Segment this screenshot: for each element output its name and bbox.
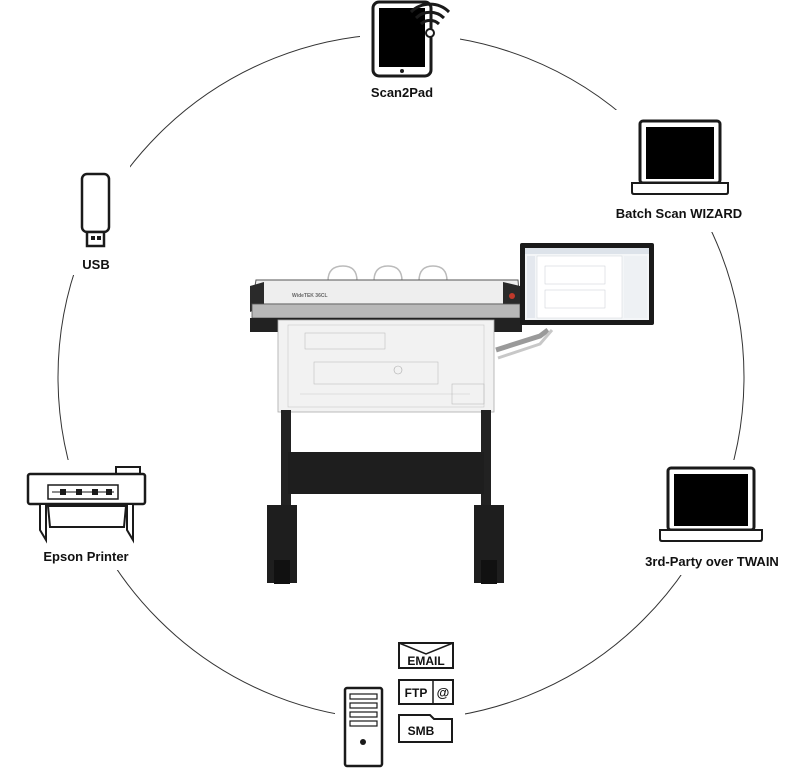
email-badge-text: EMAIL [407,654,444,668]
ftp-box-icon: FTP @ [398,679,454,705]
batch-scan-wizard-label: Batch Scan WIZARD [615,206,743,221]
email-envelope-icon: EMAIL [398,642,454,669]
wide-format-scanner-icon: WideTEK 36CL [250,243,654,584]
smb-badge-text: SMB [408,724,435,738]
laptop-icon [659,466,763,542]
scanner-brand-text: WideTEK 36CL [292,293,328,299]
at-sign-text: @ [437,685,450,700]
smb-folder-icon: SMB [398,714,453,743]
usb-stick-icon [80,172,111,248]
ftp-badge-text: FTP [405,686,428,700]
pc-tower-icon [343,686,384,768]
epson-printer-label: Epson Printer [43,549,129,564]
twain-label: 3rd-Party over TWAIN [645,554,779,569]
laptop-icon [631,119,729,195]
usb-label: USB [82,257,110,272]
printer-icon [26,466,147,544]
tablet-wifi-icon [371,0,451,78]
scan2pad-label: Scan2Pad [370,85,434,100]
